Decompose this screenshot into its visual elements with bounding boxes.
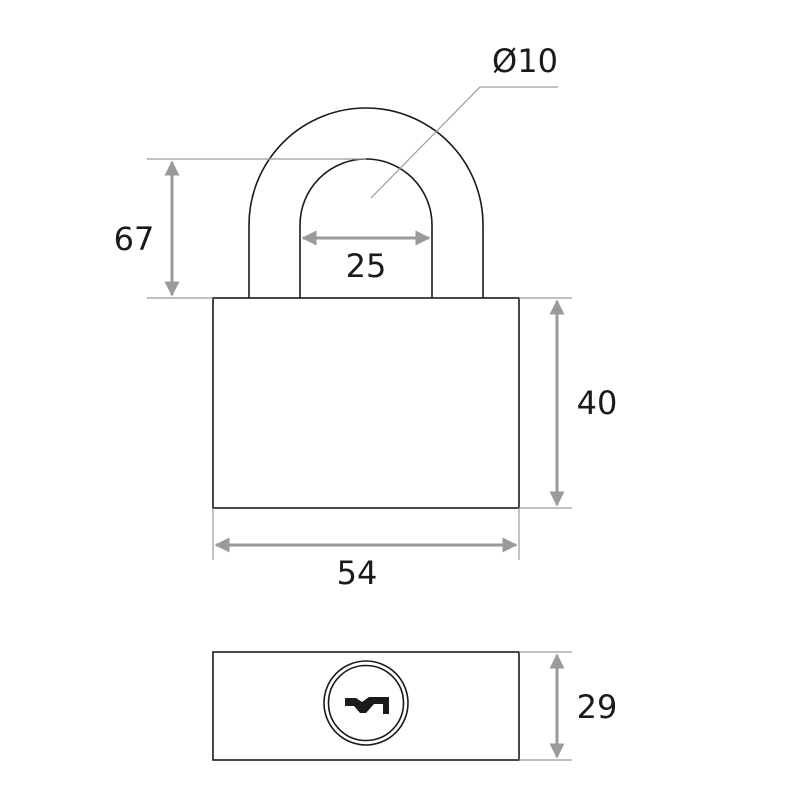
keyhole-outer-ring xyxy=(323,660,409,746)
label-body-thickness: 29 xyxy=(577,688,618,726)
label-body-width: 54 xyxy=(337,554,378,592)
key-slot-icon xyxy=(345,697,389,714)
lock-body-bottom-view xyxy=(212,651,520,761)
lock-body-front xyxy=(212,297,520,509)
label-shackle-inner-width: 25 xyxy=(346,247,387,285)
label-shackle-diameter: Ø10 xyxy=(492,42,558,80)
keyhole-inner-ring xyxy=(327,664,405,742)
diameter-leader-line xyxy=(370,86,558,199)
label-body-height: 40 xyxy=(577,384,618,422)
shackle-outer xyxy=(248,107,484,298)
label-shackle-clearance: 67 xyxy=(114,220,155,258)
